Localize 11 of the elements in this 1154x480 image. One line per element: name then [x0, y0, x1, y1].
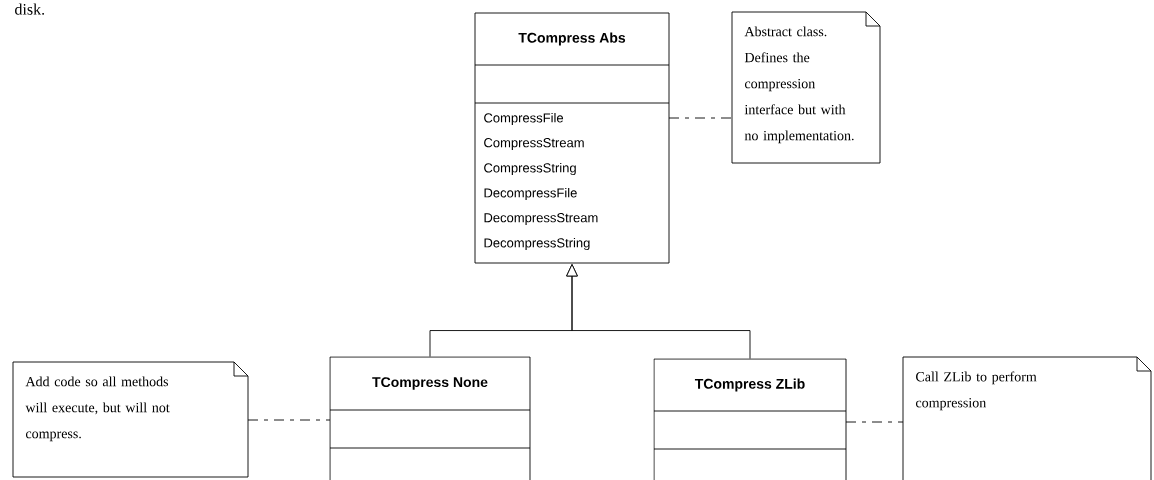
class-box: TCompress Abs CompressFile CompressStream CompressString DecompressFile DecompressStream DecompressString — [474, 12, 670, 264]
connector — [845, 421, 904, 423]
connector — [247, 419, 331, 421]
connector — [566, 264, 751, 359]
note-box: Abstract class. Defines the compression interface but with no implementation. — [731, 11, 881, 164]
text-fragment: disk. — [15, 3, 45, 15]
note-box: Add code so all methods will execute, but will not compress. — [12, 361, 249, 478]
class-box: TCompress None — [329, 356, 531, 480]
note-box: Call ZLib to perform compression — [902, 356, 1152, 480]
connector — [668, 117, 733, 119]
class-box: TCompress ZLib — [653, 358, 847, 480]
